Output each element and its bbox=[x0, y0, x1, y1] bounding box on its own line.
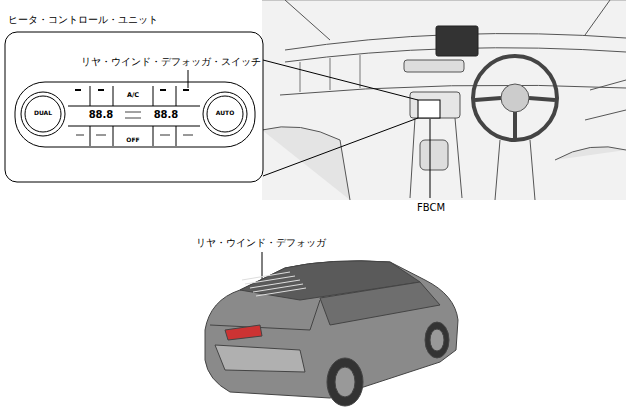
switch-label: リヤ・ウインド・デフォッガ・スイッチ bbox=[80, 57, 262, 67]
temp-display: 88.8 bbox=[89, 109, 114, 120]
part-label: リヤ・ウインド・デフォッガ bbox=[195, 238, 327, 248]
part-label: FBCM bbox=[416, 202, 446, 213]
button-text: OFF bbox=[126, 137, 139, 144]
temp-display: 88.8 bbox=[154, 109, 179, 120]
unit-heading: ヒータ・コントロール・ユニット bbox=[8, 14, 158, 25]
button-text: A/C bbox=[127, 92, 139, 99]
button-text: AUTO bbox=[216, 110, 235, 117]
button-text: DUAL bbox=[34, 110, 52, 117]
